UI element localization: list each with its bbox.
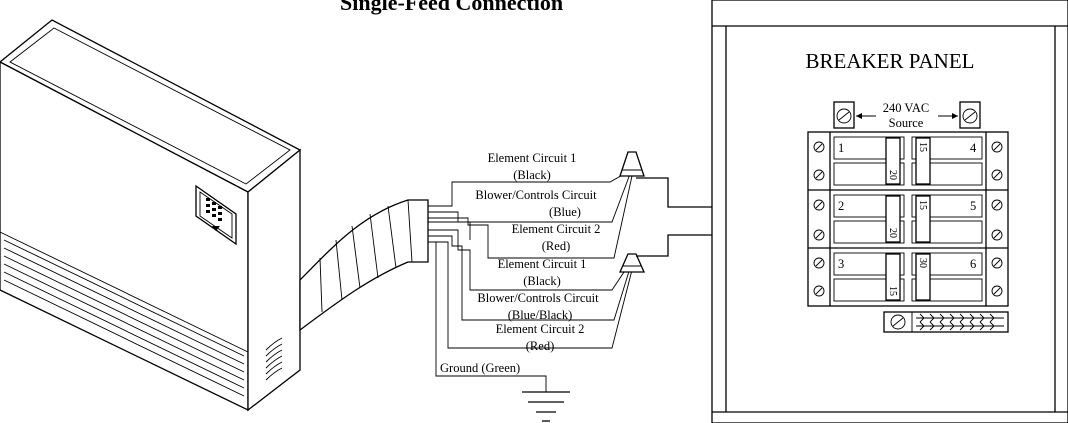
- svg-text:Blower/Controls Circuit: Blower/Controls Circuit: [475, 188, 597, 202]
- breaker-3: 3 15: [833, 252, 905, 302]
- ground-bus-bar: [883, 311, 1009, 333]
- breaker-5: 5 15: [911, 194, 983, 244]
- source-terminal-left: [833, 101, 855, 129]
- svg-text:6: 6: [970, 257, 976, 271]
- svg-text:3: 3: [838, 257, 844, 271]
- side-vent: [265, 337, 283, 381]
- thermostat-control-panel: [195, 184, 237, 246]
- breaker-screws-left: [813, 141, 825, 297]
- wire-label-element2-lower: Element Circuit 2 (Red): [496, 322, 585, 353]
- wire-bundle-lower: [428, 229, 633, 349]
- wire-label-blower-upper: Blower/Controls Circuit (Blue): [475, 188, 597, 219]
- svg-text:15: 15: [917, 200, 928, 210]
- heater-unit: [0, 19, 302, 412]
- breaker-1: 1 20: [833, 136, 905, 186]
- svg-text:(Red): (Red): [542, 239, 570, 253]
- svg-text:Element Circuit 2: Element Circuit 2: [496, 322, 585, 336]
- svg-text:15: 15: [917, 142, 928, 152]
- svg-text:20: 20: [887, 228, 898, 238]
- wire-label-element1-upper: Element Circuit 1 (Black): [488, 151, 577, 182]
- svg-text:(Blue): (Blue): [549, 205, 581, 219]
- wire-bundle-upper: [428, 171, 633, 259]
- breaker-screws-right: [991, 141, 1003, 297]
- breaker-2: 2 20: [833, 194, 905, 244]
- svg-text:Element Circuit 2: Element Circuit 2: [512, 222, 601, 236]
- wire-label-element1-lower: Element Circuit 1 (Black): [498, 257, 587, 288]
- breaker-panel: BREAKER PANEL 240 VAC Source: [711, 0, 1068, 423]
- svg-text:4: 4: [970, 141, 977, 155]
- svg-text:(Black): (Black): [513, 168, 550, 182]
- svg-text:(Blue/Black): (Blue/Black): [508, 308, 573, 322]
- source-terminal-right: [959, 101, 981, 129]
- diagram-title: Single-Feed Connection: [340, 0, 563, 15]
- heater-louvres: [0, 231, 249, 397]
- breaker-4: 4 15: [911, 136, 983, 186]
- svg-text:30: 30: [917, 258, 928, 268]
- svg-text:Element Circuit 1: Element Circuit 1: [488, 151, 577, 165]
- svg-text:Blower/Controls Circuit: Blower/Controls Circuit: [477, 291, 599, 305]
- wire-label-blower-lower: Blower/Controls Circuit (Blue/Black): [477, 291, 599, 322]
- svg-text:Element Circuit 1: Element Circuit 1: [498, 257, 587, 271]
- panel-title: BREAKER PANEL: [806, 49, 975, 73]
- source-label-voltage: 240 VAC: [883, 101, 929, 115]
- ground-symbol: [522, 391, 570, 422]
- breaker-6: 6 30: [911, 252, 983, 302]
- svg-text:5: 5: [970, 199, 976, 213]
- svg-text:2: 2: [838, 199, 844, 213]
- svg-text:20: 20: [887, 170, 898, 180]
- wire-label-element2-upper: Element Circuit 2 (Red): [512, 222, 601, 253]
- source-label-source: Source: [889, 116, 924, 130]
- ground-label: Ground (Green): [440, 361, 520, 375]
- wire-nut-lower: [618, 253, 646, 273]
- svg-text:(Red): (Red): [526, 339, 554, 353]
- svg-text:1: 1: [838, 141, 844, 155]
- wire-nut-upper: [619, 151, 645, 177]
- ground-wire: [435, 242, 547, 392]
- svg-text:15: 15: [887, 286, 898, 296]
- svg-text:(Black): (Black): [523, 274, 560, 288]
- flexible-conduit: [299, 199, 429, 332]
